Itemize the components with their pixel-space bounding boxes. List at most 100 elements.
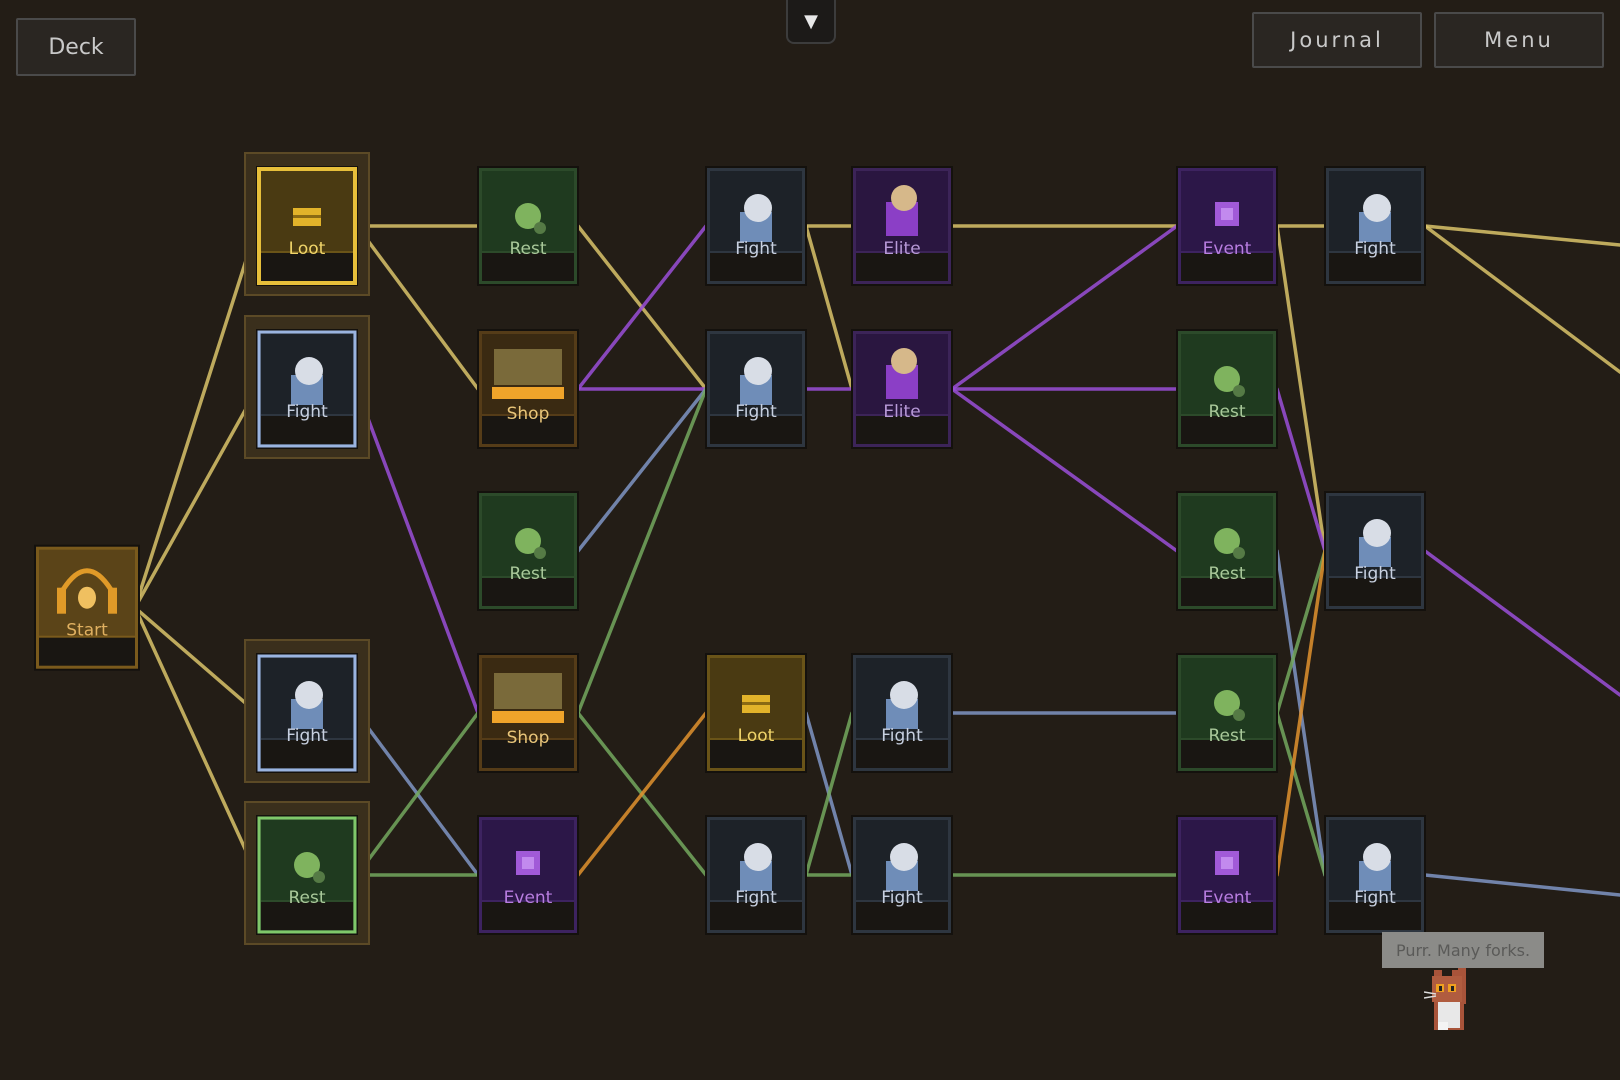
map-node-shop[interactable]: Shop [477, 329, 579, 449]
path-c3a-c4b [804, 224, 854, 391]
node-footer [482, 253, 574, 281]
rest-icon [1214, 366, 1245, 397]
map-node-fight[interactable]: Fight [1324, 815, 1426, 935]
map-node-rest[interactable]: Rest [477, 166, 579, 286]
fight-icon [886, 681, 918, 729]
map-node-fight[interactable]: Fight [1324, 166, 1426, 286]
map-node-fight[interactable]: Fight [851, 815, 953, 935]
node-label: Fight [1354, 564, 1396, 584]
path-c5d-c6b [1275, 549, 1327, 715]
map-node-rest[interactable]: Rest [477, 491, 579, 611]
elite-icon [886, 348, 918, 399]
node-footer [261, 416, 353, 444]
map-node-fight[interactable]: Fight [244, 639, 370, 783]
event-icon [516, 851, 540, 875]
node-footer [856, 253, 948, 281]
node-label: Event [504, 888, 553, 908]
node-label: Shop [507, 404, 550, 424]
path-c5b-c6b [1275, 387, 1327, 553]
path-start-c1d [133, 605, 259, 877]
path-c4b-c5c [950, 387, 1179, 553]
map-node-fight[interactable]: Fight [705, 166, 807, 286]
node-label: Event [1203, 239, 1252, 259]
node-footer [710, 902, 802, 930]
map-node-shop[interactable]: Shop [477, 653, 579, 773]
node-footer [710, 740, 802, 768]
path-layer [133, 224, 1620, 897]
path-start-c1c [133, 605, 259, 715]
node-label: Shop [507, 728, 550, 748]
node-label: Fight [1354, 888, 1396, 908]
map-node-loot[interactable]: Loot [705, 653, 807, 773]
node-label: Start [66, 621, 108, 641]
fight-icon [740, 194, 772, 242]
loot-icon [742, 695, 770, 713]
node-footer [1181, 902, 1273, 930]
path-c2d-c3b [576, 387, 708, 715]
path-c5e-c6b [1275, 549, 1327, 877]
node-label: Rest [1208, 564, 1245, 584]
path-start-c1b [133, 387, 259, 610]
path-c1b-c2d [355, 387, 480, 715]
node-label: Fight [735, 402, 777, 422]
journal-button[interactable]: Journal [1252, 12, 1422, 68]
node-footer [1181, 740, 1273, 768]
node-label: Elite [883, 239, 920, 259]
start-icon [57, 568, 117, 614]
fight-icon [291, 357, 323, 405]
elite-icon [886, 185, 918, 236]
path-c6a-off_a [1423, 224, 1620, 247]
map-node-fight[interactable]: Fight [705, 329, 807, 449]
node-label: Fight [286, 402, 328, 422]
map-node-rest[interactable]: Rest [1176, 491, 1278, 611]
node-label: Fight [1354, 239, 1396, 259]
node-footer [856, 416, 948, 444]
node-label: Rest [1208, 726, 1245, 746]
map-node-fight[interactable]: Fight [1324, 491, 1426, 611]
fight-icon [1359, 194, 1391, 242]
path-c5a-c6b [1275, 224, 1327, 553]
path-c6a-off_b [1423, 224, 1620, 374]
node-footer [482, 740, 574, 768]
map-node-fight[interactable]: Fight [705, 815, 807, 935]
node-footer [261, 740, 353, 768]
map-node-fight[interactable]: Fight [244, 315, 370, 459]
node-footer [482, 416, 574, 444]
map-node-rest[interactable]: Rest [1176, 653, 1278, 773]
menu-button[interactable]: Menu [1434, 12, 1604, 68]
map-node-loot[interactable]: Loot [244, 152, 370, 296]
node-label: Elite [883, 402, 920, 422]
node-selectable-border [257, 330, 357, 448]
path-c5d-c6c [1275, 711, 1327, 877]
map-node-start[interactable]: Start [34, 544, 140, 671]
node-label: Fight [881, 888, 923, 908]
rest-icon [515, 203, 546, 234]
collapse-toggle-button[interactable]: ▼ [786, 0, 836, 44]
node-label: Rest [509, 239, 546, 259]
map-node-fight[interactable]: Fight [851, 653, 953, 773]
node-label: Rest [1208, 402, 1245, 422]
rest-icon [515, 528, 546, 559]
node-footer [1181, 253, 1273, 281]
path-c6c-off_d [1423, 873, 1620, 897]
map-node-event[interactable]: Event [1176, 166, 1278, 286]
map-node-rest[interactable]: Rest [1176, 329, 1278, 449]
map-node-elite[interactable]: Elite [851, 329, 953, 449]
fight-icon [1359, 519, 1391, 567]
map-node-elite[interactable]: Elite [851, 166, 953, 286]
node-footer [710, 416, 802, 444]
node-footer [710, 253, 802, 281]
path-c2b-c3a [576, 224, 708, 391]
node-selectable-border [257, 816, 357, 934]
node-label: Loot [738, 726, 775, 746]
path-c2c-c3b [576, 387, 708, 553]
cat-companion-icon[interactable] [1424, 958, 1484, 1038]
map-node-event[interactable]: Event [1176, 815, 1278, 935]
deck-button[interactable]: Deck [16, 18, 136, 76]
path-c6b-off_c [1423, 549, 1620, 697]
map-node-rest[interactable]: Rest [244, 801, 370, 945]
node-label: Rest [509, 564, 546, 584]
node-label: Fight [881, 726, 923, 746]
map-node-event[interactable]: Event [477, 815, 579, 935]
